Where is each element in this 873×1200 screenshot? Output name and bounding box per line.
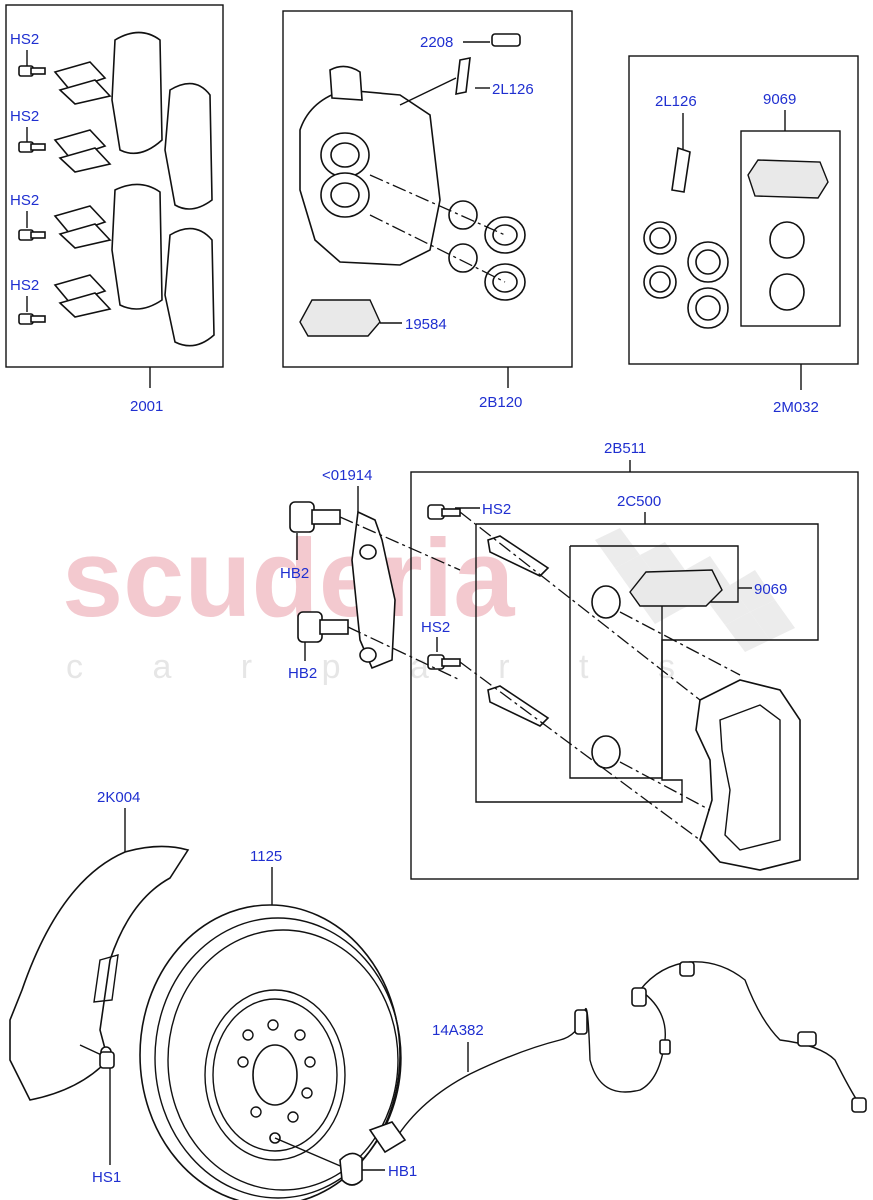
grease-sachet-icon <box>299 299 381 337</box>
pad-clip-icon <box>53 61 112 318</box>
sensor-connector-icon <box>368 1121 407 1154</box>
box-9069-a <box>740 130 841 327</box>
bracket-icon-2 <box>671 146 691 193</box>
label-hs1[interactable]: HS1 <box>92 1169 121 1186</box>
box-2m032 <box>628 55 859 365</box>
box-2b120 <box>282 10 573 368</box>
group-2k004-dust-shield: 2K004 HS1 <box>9 789 190 1186</box>
label-2208[interactable]: 2208 <box>420 34 453 51</box>
label-14a382[interactable]: 14A382 <box>432 1022 484 1039</box>
dust-shield-icon <box>9 845 190 1101</box>
label-2c500[interactable]: 2C500 <box>617 493 661 510</box>
label-hs2-b[interactable]: HS2 <box>10 108 39 125</box>
label-hb2-b[interactable]: HB2 <box>288 665 317 682</box>
label-hb1[interactable]: HB1 <box>388 1163 417 1180</box>
disc-screw-icon <box>339 1152 363 1186</box>
label-hs2-a[interactable]: HS2 <box>10 31 39 48</box>
group-2b120-caliper: 2B120 2208 2L126 <box>282 10 573 411</box>
stud-hole-icon <box>237 1019 316 1123</box>
label-2m032[interactable]: 2M032 <box>773 399 819 416</box>
group-14a382-wear-sensor: 14A382 <box>368 961 867 1154</box>
brake-pad-icon <box>111 31 215 347</box>
grease-sachet-icon-2 <box>747 159 829 199</box>
guide-boot-icon-2 <box>591 585 621 769</box>
grease-sachet-icon-3 <box>629 569 723 607</box>
label-hs2-e[interactable]: HS2 <box>482 501 511 518</box>
label-1125[interactable]: 1125 <box>250 848 282 865</box>
guide-boot-icon <box>769 221 805 311</box>
bracket-icon <box>455 56 471 96</box>
sensor-cable-icon <box>394 961 861 1141</box>
box-2001 <box>5 4 224 368</box>
box-2b511 <box>410 471 859 880</box>
label-2k004[interactable]: 2K004 <box>97 789 140 806</box>
bleed-screw-icon <box>491 33 521 47</box>
group-2b511-carrier: 2B511 2C500 9069 HS2 HS2 <box>410 440 859 880</box>
watermark-brand: scuderia <box>62 517 515 640</box>
group-2001-brake-pads: 2001 HS2 HS2 HS2 HS2 <box>5 4 224 415</box>
bolt-icon <box>18 65 46 325</box>
group-2m032-repair-kit: 2M032 2L126 9069 <box>628 55 859 416</box>
label-hs2-f[interactable]: HS2 <box>421 619 450 636</box>
box-2c500 <box>475 523 819 803</box>
label-hs2-d[interactable]: HS2 <box>10 277 39 294</box>
label-01914[interactable]: <01914 <box>322 467 372 484</box>
group-01914-spring: <01914 HB2 HB2 <box>280 467 461 682</box>
label-2b511[interactable]: 2B511 <box>604 440 646 457</box>
label-9069-a[interactable]: 9069 <box>763 91 796 108</box>
label-hs2-c[interactable]: HS2 <box>10 192 39 209</box>
label-9069-b[interactable]: 9069 <box>754 581 787 598</box>
label-hb2-a[interactable]: HB2 <box>280 565 309 582</box>
label-2l126-b[interactable]: 2L126 <box>655 93 697 110</box>
caliper-carrier-icon <box>695 679 801 871</box>
label-2l126-a[interactable]: 2L126 <box>492 81 534 98</box>
label-2b120[interactable]: 2B120 <box>479 394 522 411</box>
label-2001[interactable]: 2001 <box>130 398 163 415</box>
piston-seal-icon-2 <box>643 221 729 329</box>
label-19584[interactable]: 19584 <box>405 316 447 333</box>
shield-bolt-icon <box>99 1051 115 1069</box>
housing-bolt-icon <box>289 501 349 643</box>
piston-seal-icon <box>369 174 526 301</box>
group-1125-brake-disc: 1125 HB1 <box>139 848 417 1200</box>
caliper-body-icon <box>299 65 457 266</box>
